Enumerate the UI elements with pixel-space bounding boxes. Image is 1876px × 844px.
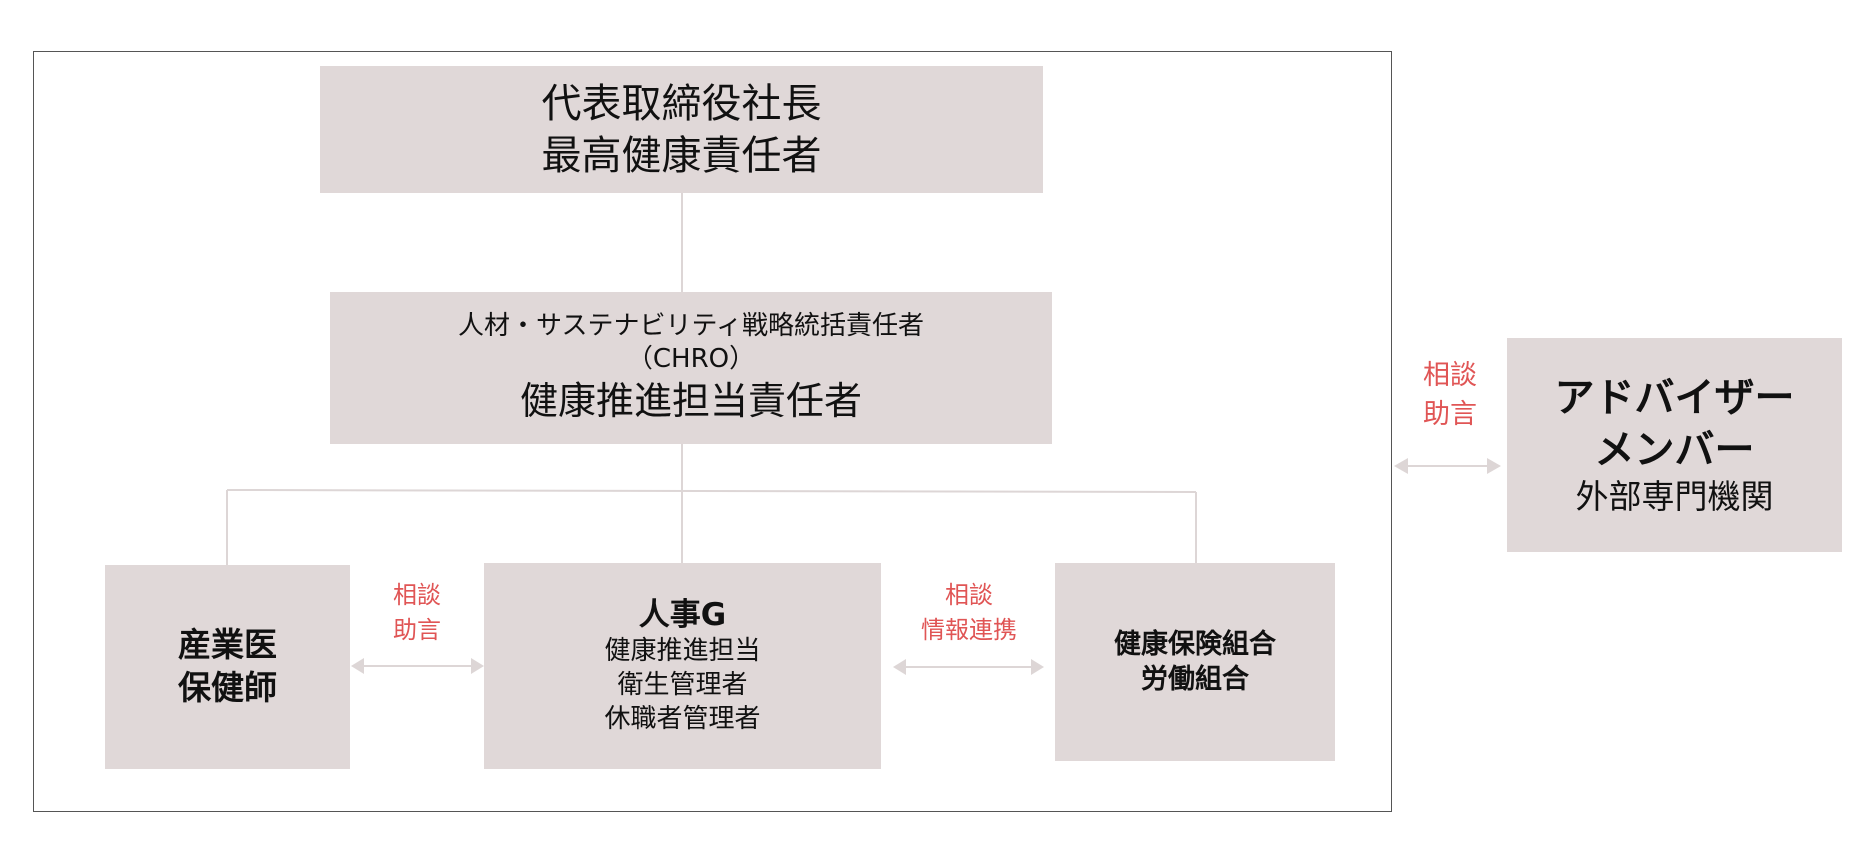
external-institution: 外部専門機関	[1575, 476, 1774, 516]
arrowhead	[1031, 659, 1044, 675]
arrowhead	[1394, 458, 1408, 474]
hr-role: 休職者管理者	[604, 704, 761, 735]
chro-box: 人材・サステナビリティ戦略統括責任者 （CHRO） 健康推進担当責任者	[330, 292, 1052, 444]
ceo-title: 代表取締役社長	[541, 80, 822, 127]
member-title: メンバー	[1594, 426, 1755, 473]
public-health-nurse: 保健師	[178, 668, 277, 707]
branch-horizontal-line	[226, 489, 1197, 493]
chro-title: 人材・サステナビリティ戦略統括責任者	[458, 310, 924, 341]
chro-abbrev: （CHRO）	[626, 344, 756, 375]
hr-role: 衛生管理者	[617, 670, 748, 701]
org-advisor-label: 相談 助言	[1423, 356, 1477, 434]
label-line: 相談	[945, 581, 993, 609]
chief-health-officer-title: 最高健康責任者	[541, 132, 822, 179]
label-line: 助言	[393, 615, 441, 644]
health-insurance-union: 健康保険組合	[1114, 628, 1276, 660]
advisor-title: アドバイザー	[1554, 374, 1795, 421]
advisor-box: アドバイザー メンバー 外部専門機関	[1507, 338, 1842, 552]
health-promotion-officer: 健康推進担当責任者	[519, 379, 862, 424]
hr-box: 人事G 健康推進担当 衛生管理者 休職者管理者	[484, 563, 881, 769]
ceo-box: 代表取締役社長 最高健康責任者	[320, 66, 1043, 193]
doctor-box: 産業医 保健師	[105, 565, 350, 769]
hr-group-title: 人事G	[638, 597, 727, 634]
arrowhead	[893, 659, 906, 675]
arrowhead	[471, 658, 484, 674]
industrial-physician: 産業医	[178, 625, 277, 665]
union-box: 健康保険組合 労働組合	[1055, 563, 1335, 761]
label-line: 相談	[393, 581, 441, 609]
doctor-hr-label: 相談 助言	[393, 578, 441, 648]
label-line: 助言	[1423, 399, 1477, 431]
labor-union: 労働組合	[1141, 664, 1249, 695]
label-line: 情報連携	[921, 615, 1017, 644]
hr-role: 健康推進担当	[604, 636, 761, 667]
label-line: 相談	[1423, 360, 1477, 391]
hr-union-label: 相談 情報連携	[921, 578, 1017, 648]
arrowhead	[351, 658, 364, 674]
organization-frame	[33, 51, 1392, 812]
arrowhead	[1487, 458, 1501, 474]
